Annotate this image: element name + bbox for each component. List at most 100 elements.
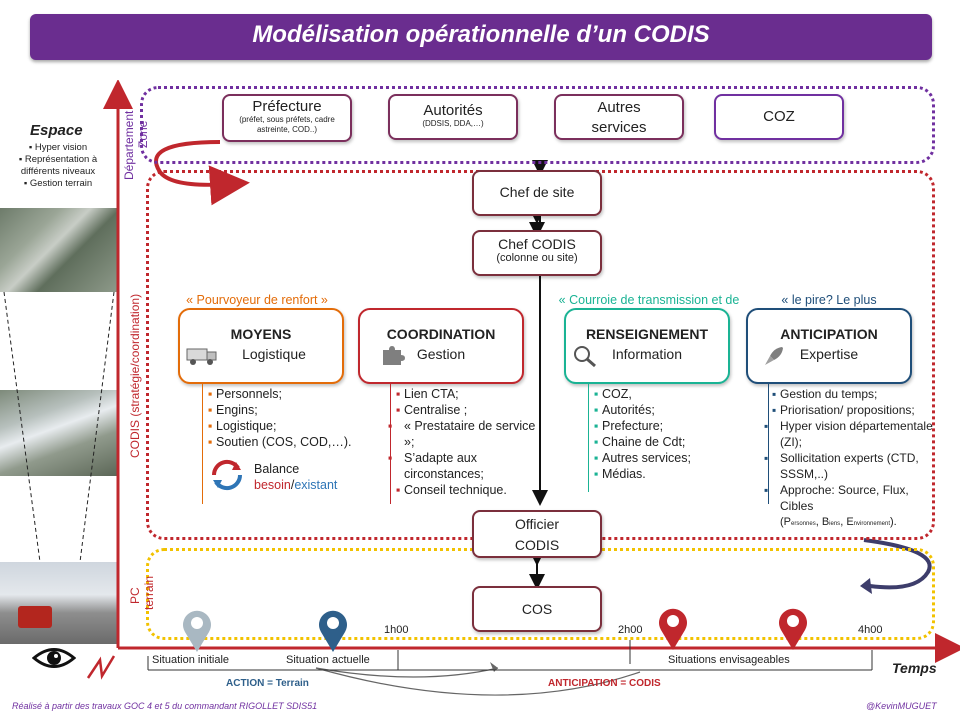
list-item: ▪Soutien (COS, COD,…).	[208, 435, 352, 449]
renseignement-title: RENSEIGNEMENT	[585, 326, 709, 342]
coordination-list-line	[390, 384, 391, 504]
bullet-gestion-terrain: ▪ Gestion terrain	[23, 178, 93, 189]
list-item: ▪Logistique;	[208, 419, 277, 433]
aerial-photo-high	[0, 208, 118, 292]
list-item: ▪Hyper vision départementale (ZI);	[764, 419, 933, 449]
autres-services-title: Autres services	[591, 99, 647, 136]
chef-site-label: Chef de site	[499, 184, 575, 200]
coordination-sub: Gestion	[416, 346, 466, 362]
title-bar	[30, 14, 932, 60]
aerial-photo-mid	[0, 390, 118, 476]
pin-situation-initiale-icon	[183, 610, 211, 652]
prefecture-sub: (préfet, sous préfets, cadre astreinte, …	[239, 115, 335, 134]
box-renseignement: RENSEIGNEMENT Information	[564, 308, 730, 384]
quote-moyens: « Pourvoyeur de renfort »	[186, 293, 328, 307]
coz-title: COZ	[763, 108, 795, 125]
coordination-title: COORDINATION	[386, 326, 496, 342]
box-officier-codis: Officier CODIS	[472, 510, 602, 558]
list-item: ▪Médias.	[594, 467, 646, 481]
tick-4h00: 4h00	[858, 624, 883, 636]
espace-header: Espace	[30, 122, 83, 139]
chef-codis-label: Chef CODIS	[498, 236, 576, 252]
cos-label: COS	[521, 601, 553, 617]
anticipation-codis: ANTICIPATION = CODIS	[548, 678, 661, 689]
bullet-representation: ▪ Représentation à différents niveaux	[18, 154, 98, 177]
list-item: ▪« Prestataire de service »;	[388, 419, 536, 449]
label-zone: Zone	[136, 120, 150, 148]
page-title: Modélisation opérationnelle d’un CODIS	[252, 21, 710, 48]
moyens-list: ▪Personnels; ▪Engins; ▪Logistique; ▪Sout…	[208, 386, 378, 450]
balance-cycle-icon	[211, 459, 243, 491]
fire-truck-icon	[186, 348, 217, 365]
eye-icon	[32, 648, 76, 668]
moyens-title: MOYENS	[230, 326, 292, 342]
rocket-icon	[765, 347, 783, 365]
tick-1h00: 1h00	[384, 624, 409, 636]
pin-situation-actuelle-icon	[319, 610, 347, 652]
label-codis: CODIS (stratégie/coordination)	[128, 293, 142, 458]
box-moyens: MOYENS Logistique	[178, 308, 344, 384]
label-departement: Département	[122, 110, 136, 180]
list-item: ▪Autorités;	[594, 403, 655, 417]
zone-departement	[140, 86, 935, 164]
approche-detail: (Personnes, Biens, Environnement).	[780, 516, 897, 528]
box-coz: COZ	[714, 94, 844, 140]
list-item: ▪Centralise ;	[396, 403, 468, 417]
anticipation-list-line	[768, 384, 769, 504]
box-chef-codis: Chef CODIS (colonne ou site)	[472, 230, 602, 276]
anticipation-list: ▪Gestion du temps; ▪Priorisation/ propos…	[764, 386, 936, 532]
renseignement-sub: Information	[611, 346, 683, 362]
situation-initiale: Situation initiale	[152, 654, 230, 666]
list-item: ▪Sollicitation experts (CTD, SSSM,..)	[764, 451, 919, 481]
list-item: ▪Personnels;	[208, 387, 283, 401]
renseignement-list-line	[588, 384, 589, 492]
list-item: ▪Prefecture;	[594, 419, 664, 433]
bullet-hyper-vision: ▪ Hyper vision	[28, 142, 88, 153]
list-item: ▪Chaine de Cdt;	[594, 435, 686, 449]
anticipation-sub: Expertise	[799, 346, 859, 362]
tick-2h00: 2h00	[618, 624, 643, 636]
puzzle-icon	[383, 346, 405, 365]
autorites-title: Autorités	[423, 102, 483, 119]
list-item: ▪Conseil technique.	[396, 483, 507, 497]
list-item: ▪Approche: Source, Flux, Cibles	[764, 483, 909, 513]
fire-truck-shape	[18, 606, 52, 628]
espace-bullets: ▪ Hyper vision ▪ Représentation à différ…	[8, 142, 108, 190]
pin-envisageable-2-icon	[779, 608, 807, 650]
balance-detail: besoin/existant	[254, 478, 338, 492]
chef-codis-sub: (colonne ou site)	[496, 252, 578, 264]
temps-label: Temps	[892, 660, 937, 676]
coordination-list: ▪Lien CTA; ▪Centralise ; ▪« Prestataire …	[388, 386, 536, 498]
autorites-sub: (DDSIS, DDA,…)	[422, 119, 484, 128]
list-item: ▪Gestion du temps;	[772, 387, 878, 401]
renseignement-list: ▪COZ, ▪Autorités; ▪Prefecture; ▪Chaine d…	[594, 386, 734, 482]
pin-envisageable-1-icon	[659, 608, 687, 650]
balance-label: Balance	[254, 462, 300, 476]
officier-codis-label: Officier CODIS	[514, 516, 560, 553]
box-anticipation: ANTICIPATION Expertise	[746, 308, 912, 384]
perspective-lines	[3, 291, 115, 563]
action-terrain: ACTION = Terrain	[226, 678, 309, 689]
label-pc: PC	[128, 587, 142, 604]
list-item: ▪Autres services;	[594, 451, 691, 465]
street-photo-low	[0, 562, 118, 644]
footer-author: @KevinMUGUET	[866, 701, 937, 711]
box-coordination: COORDINATION Gestion	[358, 308, 524, 384]
situations-envisageables: Situations envisageables	[668, 654, 790, 666]
list-item: ▪S’adapte aux circonstances;	[388, 451, 484, 481]
box-prefecture: Préfecture (préfet, sous préfets, cadre …	[222, 94, 352, 142]
box-chef-site: Chef de site	[472, 170, 602, 216]
label-terrain: terrain	[142, 575, 156, 610]
list-item: ▪COZ,	[594, 387, 632, 401]
magnifier-icon	[574, 346, 596, 368]
anticipation-title: ANTICIPATION	[780, 326, 878, 342]
box-autorites: Autorités (DDSIS, DDA,…)	[388, 94, 518, 140]
timeline-marks	[147, 640, 873, 671]
box-autres-services: Autres services	[554, 94, 684, 140]
prefecture-title: Préfecture	[252, 98, 322, 115]
moyens-list-line	[202, 384, 203, 504]
list-item: ▪Lien CTA;	[396, 387, 459, 401]
list-item: ▪Engins;	[208, 403, 258, 417]
list-item: ▪Priorisation/ propositions;	[772, 403, 915, 417]
box-cos: COS	[472, 586, 602, 632]
